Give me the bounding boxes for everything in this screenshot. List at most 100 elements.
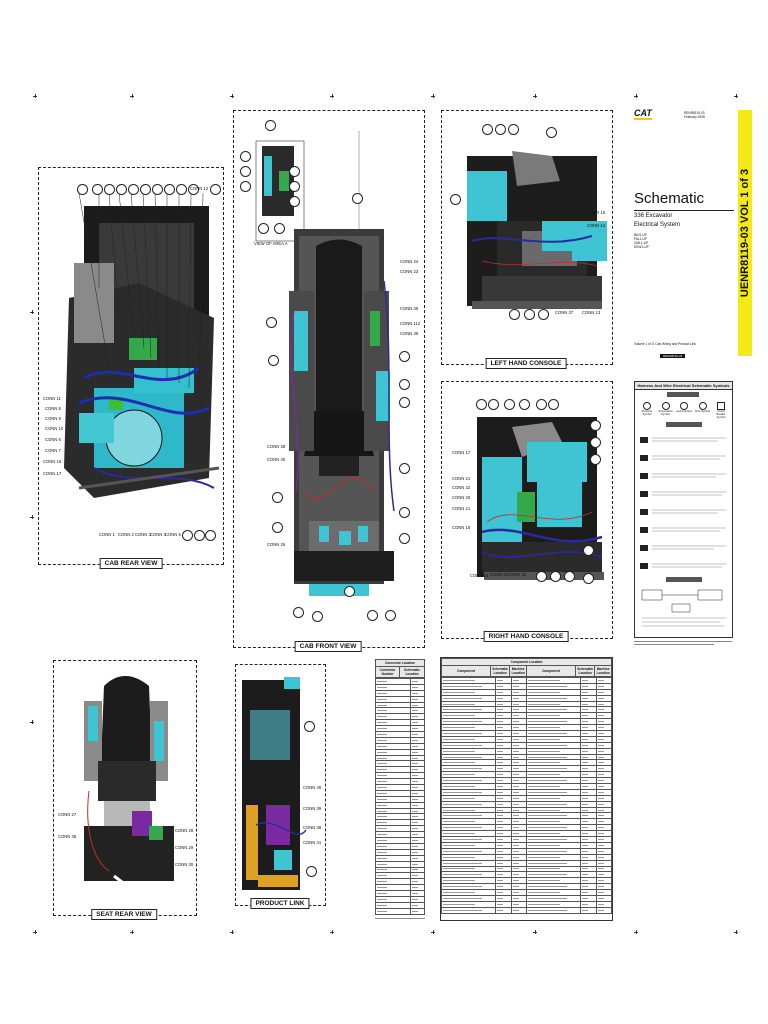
callout <box>268 355 279 366</box>
left-console-illustration <box>467 151 607 309</box>
table-row <box>375 719 425 727</box>
conn-label: CONN 20 <box>452 495 471 500</box>
callout <box>312 611 323 622</box>
right-console-illustration <box>477 417 604 580</box>
callout <box>304 721 315 732</box>
callout <box>274 223 285 234</box>
table-row <box>375 801 425 809</box>
table-row <box>375 860 425 868</box>
table-row <box>375 742 425 750</box>
cab-rear-illustration <box>64 192 220 498</box>
col-header: Schematic Location <box>574 665 596 677</box>
registration-mark <box>634 94 638 98</box>
conn-label: CONN 6 <box>45 437 61 442</box>
table-row <box>440 694 613 702</box>
legend-symbol: Pressure Symbol <box>639 402 655 419</box>
callout <box>205 530 216 541</box>
conn-label: CONN 7 <box>45 448 61 453</box>
registration-mark <box>33 930 37 934</box>
callout <box>590 454 601 465</box>
table-row <box>440 724 613 732</box>
registration-mark <box>734 94 738 98</box>
table-row <box>440 700 613 708</box>
title-rule <box>634 210 734 211</box>
legend-footnote <box>634 640 732 645</box>
callout <box>194 530 205 541</box>
table-row <box>440 730 613 737</box>
col-header: Machine Location <box>594 665 612 677</box>
conn-label: CONN 17 <box>452 450 471 455</box>
conn-label: CONN 28 <box>175 828 194 833</box>
table-row <box>440 800 613 808</box>
table-row <box>375 731 425 738</box>
table-row <box>440 741 613 749</box>
conn-label: CONN 38 <box>303 825 322 830</box>
callout <box>548 399 559 410</box>
cab-front-view-panel: VIEW OF AREA A CONN 24 CONN 23 CONN 36 C… <box>233 110 425 648</box>
doc-number-badge: RENR8119-03 <box>660 354 686 358</box>
conn-label: CONN 12 <box>190 186 209 191</box>
conn-label: CONN 5 <box>165 532 181 537</box>
callout <box>399 533 410 544</box>
seat-rear-view-panel: CONN 27 CONN 36 CONN 28 CONN 29 CONN 30 <box>53 660 197 916</box>
table-row <box>375 878 425 886</box>
callout <box>240 151 251 162</box>
conn-label: CONN 21 <box>452 506 471 511</box>
serial: GML1-UP <box>634 241 649 245</box>
right-hand-console-panel: CONN 17 CONN 21 CONN 22 CONN 20 CONN 21 … <box>441 381 613 639</box>
conn-label: CONN 40 <box>303 785 322 790</box>
callout <box>519 399 530 410</box>
callout <box>524 309 535 320</box>
registration-mark <box>431 930 435 934</box>
table-row <box>375 689 425 697</box>
table-row <box>375 842 425 850</box>
table-row <box>375 819 425 827</box>
callout <box>104 184 115 195</box>
callout <box>509 309 520 320</box>
legend-symbol: Temperature Symbol <box>658 402 674 419</box>
callout <box>536 399 547 410</box>
conn-label: CONN 36 <box>400 306 419 311</box>
table-row <box>440 818 613 826</box>
callout <box>210 184 221 195</box>
callout <box>583 545 594 556</box>
table-row <box>375 907 425 915</box>
symbols-legend: Harness And Wire Electrical Schematic Sy… <box>634 381 733 638</box>
col-header: Component <box>441 665 491 677</box>
callout <box>272 492 283 503</box>
table-row <box>375 784 425 791</box>
conn-label: CONN 1 <box>99 532 115 537</box>
registration-mark <box>734 930 738 934</box>
cab-front-view-caption: CAB FRONT VIEW <box>294 641 362 652</box>
conn-label: CONN 26 <box>267 542 286 547</box>
callout <box>289 166 300 177</box>
callout <box>495 124 506 135</box>
table-row <box>440 889 613 896</box>
registration-mark <box>230 94 234 98</box>
callout <box>564 571 575 582</box>
table-row <box>375 837 425 844</box>
right-hand-console-caption: RIGHT HAND CONSOLE <box>483 631 569 642</box>
col-header: Schematic Location <box>489 665 511 677</box>
legend-symbol: Circuit Breaker Symbol <box>713 402 729 419</box>
table-row <box>440 765 613 773</box>
table-row <box>440 830 613 838</box>
table-row <box>440 865 613 873</box>
legend-symbol: Level Symbol <box>676 402 692 419</box>
callout <box>583 573 594 584</box>
conn-label: CONN 23 <box>400 269 419 274</box>
callout <box>176 184 187 195</box>
title-block-meta: RENR8119-03 February 2008 <box>684 111 724 119</box>
connector-table-title: Connector Location <box>375 659 425 667</box>
callout <box>546 127 557 138</box>
table-row <box>375 872 425 880</box>
table-row <box>375 866 425 874</box>
callout <box>399 463 410 474</box>
product-link-illustration <box>242 677 307 890</box>
table-row <box>440 812 613 820</box>
table-row <box>375 707 425 715</box>
table-row <box>440 771 613 779</box>
legend-subhead <box>667 392 699 397</box>
cab-front-illustration <box>255 131 395 596</box>
